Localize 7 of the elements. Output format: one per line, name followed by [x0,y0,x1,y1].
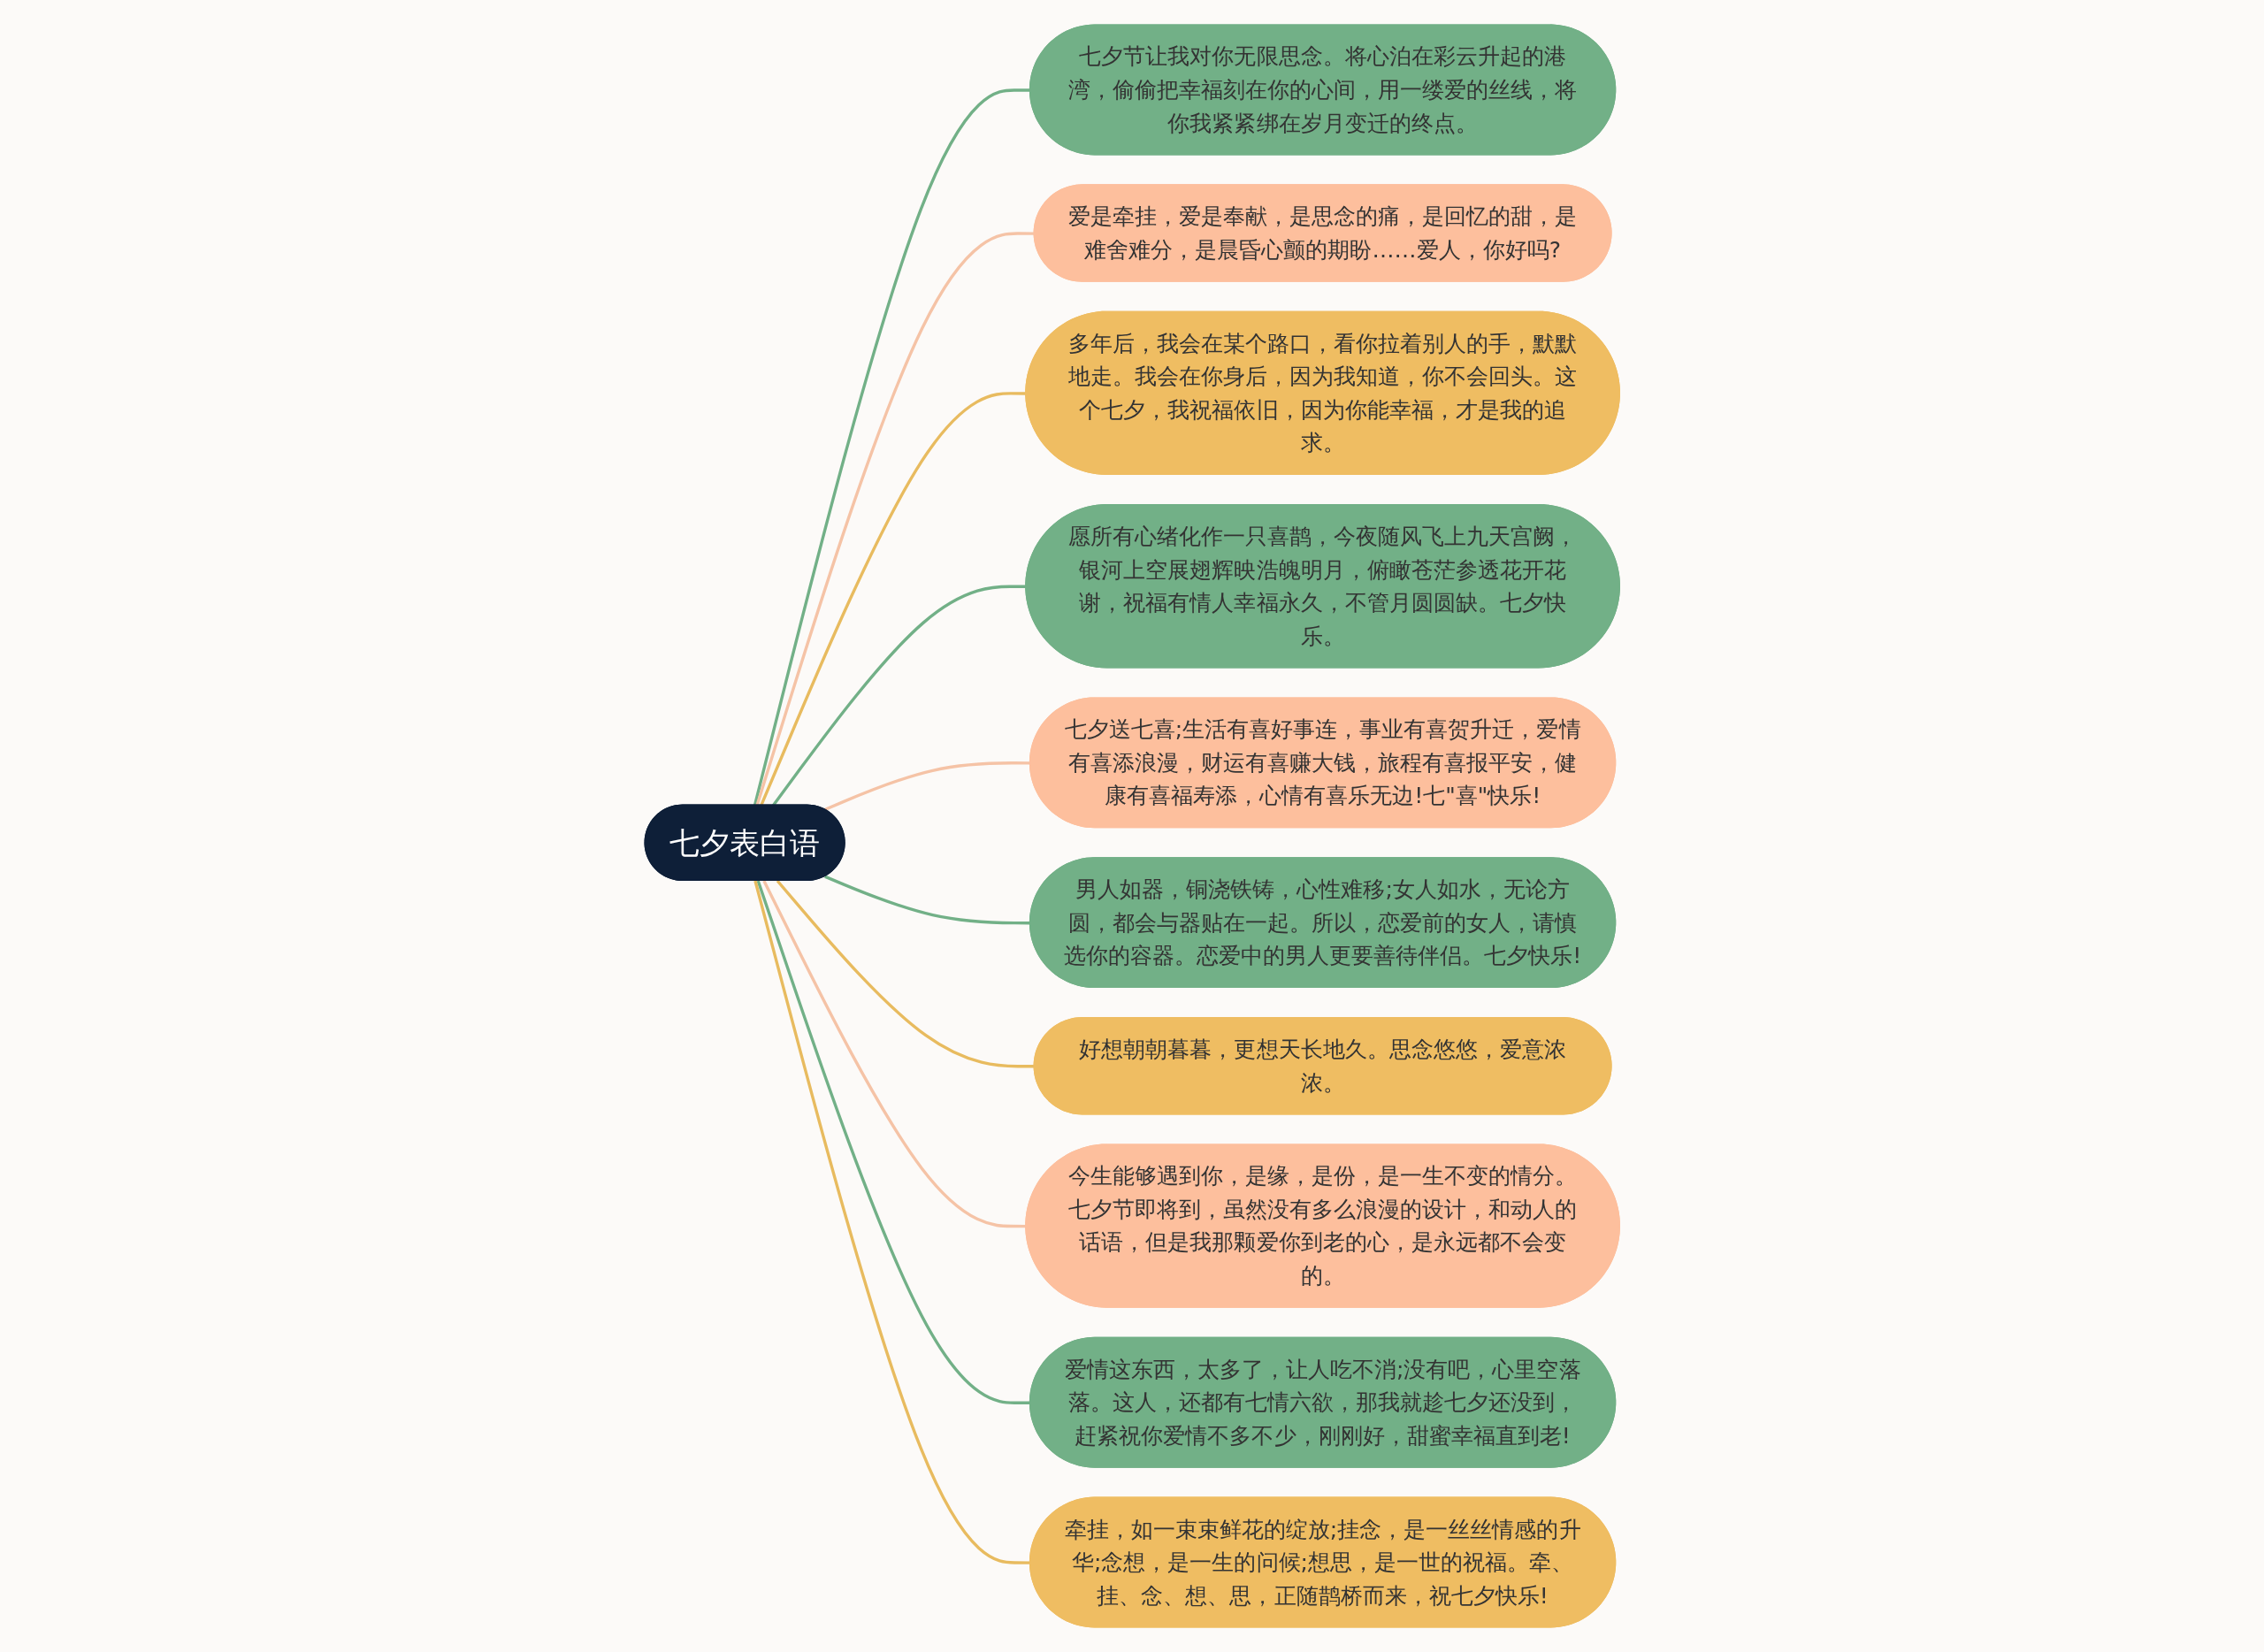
connector [753,88,1030,807]
connector [755,232,1035,807]
connector [823,761,1030,812]
connector [776,879,1035,1068]
connector [823,875,1030,925]
connector [756,880,1030,1404]
connector [753,880,1030,1564]
